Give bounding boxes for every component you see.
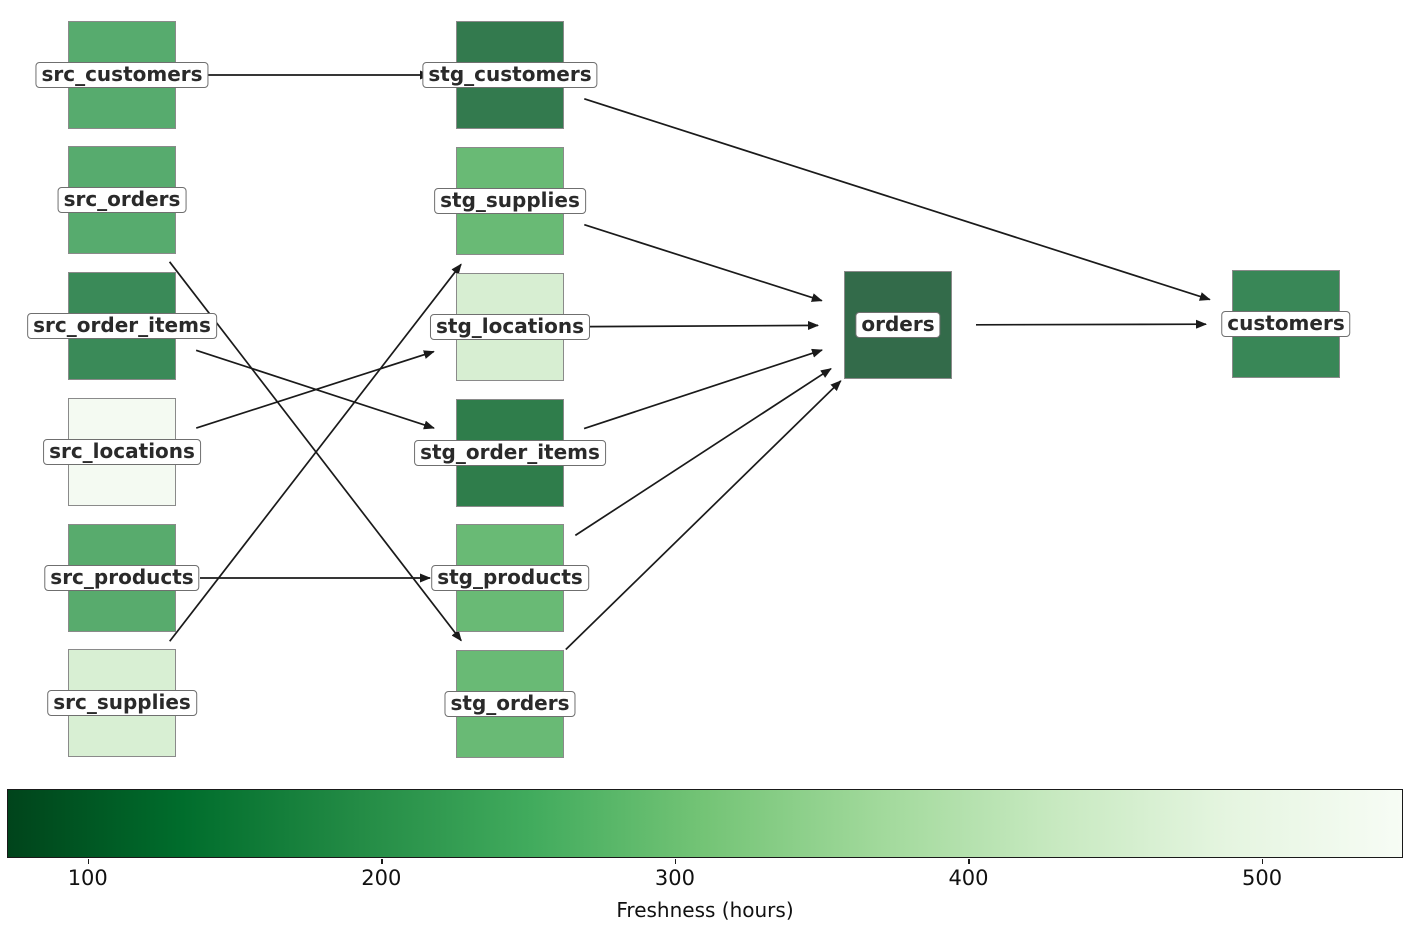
node-label-src_customers: src_customers xyxy=(35,62,209,88)
colorbar-tick xyxy=(674,859,677,864)
edge-stg_products-to-orders xyxy=(574,367,832,537)
edge-stg_orders-to-orders xyxy=(565,380,842,651)
node-label-stg_order_items: stg_order_items xyxy=(414,440,606,466)
colorbar-tick-label: 400 xyxy=(948,866,989,890)
colorbar-tick-label: 200 xyxy=(361,866,402,890)
colorbar-tick xyxy=(381,859,383,864)
node-label-stg_products: stg_products xyxy=(431,565,589,591)
node-label-stg_orders: stg_orders xyxy=(444,691,576,717)
edge-src_supplies-to-stg_supplies xyxy=(169,263,462,642)
node-label-src_supplies: src_supplies xyxy=(47,690,197,716)
colorbar-axis-label: Freshness (hours) xyxy=(616,898,794,922)
node-label-customers: customers xyxy=(1221,311,1351,337)
node-label-src_products: src_products xyxy=(44,565,200,591)
edge-orders-to-customers xyxy=(975,319,1208,329)
colorbar-tick xyxy=(1262,859,1264,864)
colorbar-tick-label: 500 xyxy=(1242,866,1283,890)
node-label-orders: orders xyxy=(855,312,941,338)
colorbar-tick-label: 100 xyxy=(67,866,108,890)
colorbar-tick xyxy=(968,859,970,864)
edge-stg_locations-to-orders xyxy=(587,320,820,330)
node-label-stg_customers: stg_customers xyxy=(422,62,598,88)
node-label-stg_supplies: stg_supplies xyxy=(434,188,586,214)
edge-stg_customers-to-customers xyxy=(584,98,1211,301)
colorbar-tick-label: 300 xyxy=(654,866,695,890)
node-label-stg_locations: stg_locations xyxy=(429,314,591,340)
edge-stg_order_items-to-orders xyxy=(583,348,823,430)
edge-src_locations-to-stg_locations xyxy=(195,350,435,429)
colorbar-gradient xyxy=(7,789,1403,858)
node-label-src_orders: src_orders xyxy=(57,187,187,213)
node-label-src_order_items: src_order_items xyxy=(27,313,217,339)
colorbar-tick xyxy=(87,859,90,864)
edge-stg_supplies-to-orders xyxy=(584,223,823,302)
node-label-src_locations: src_locations xyxy=(43,439,201,465)
